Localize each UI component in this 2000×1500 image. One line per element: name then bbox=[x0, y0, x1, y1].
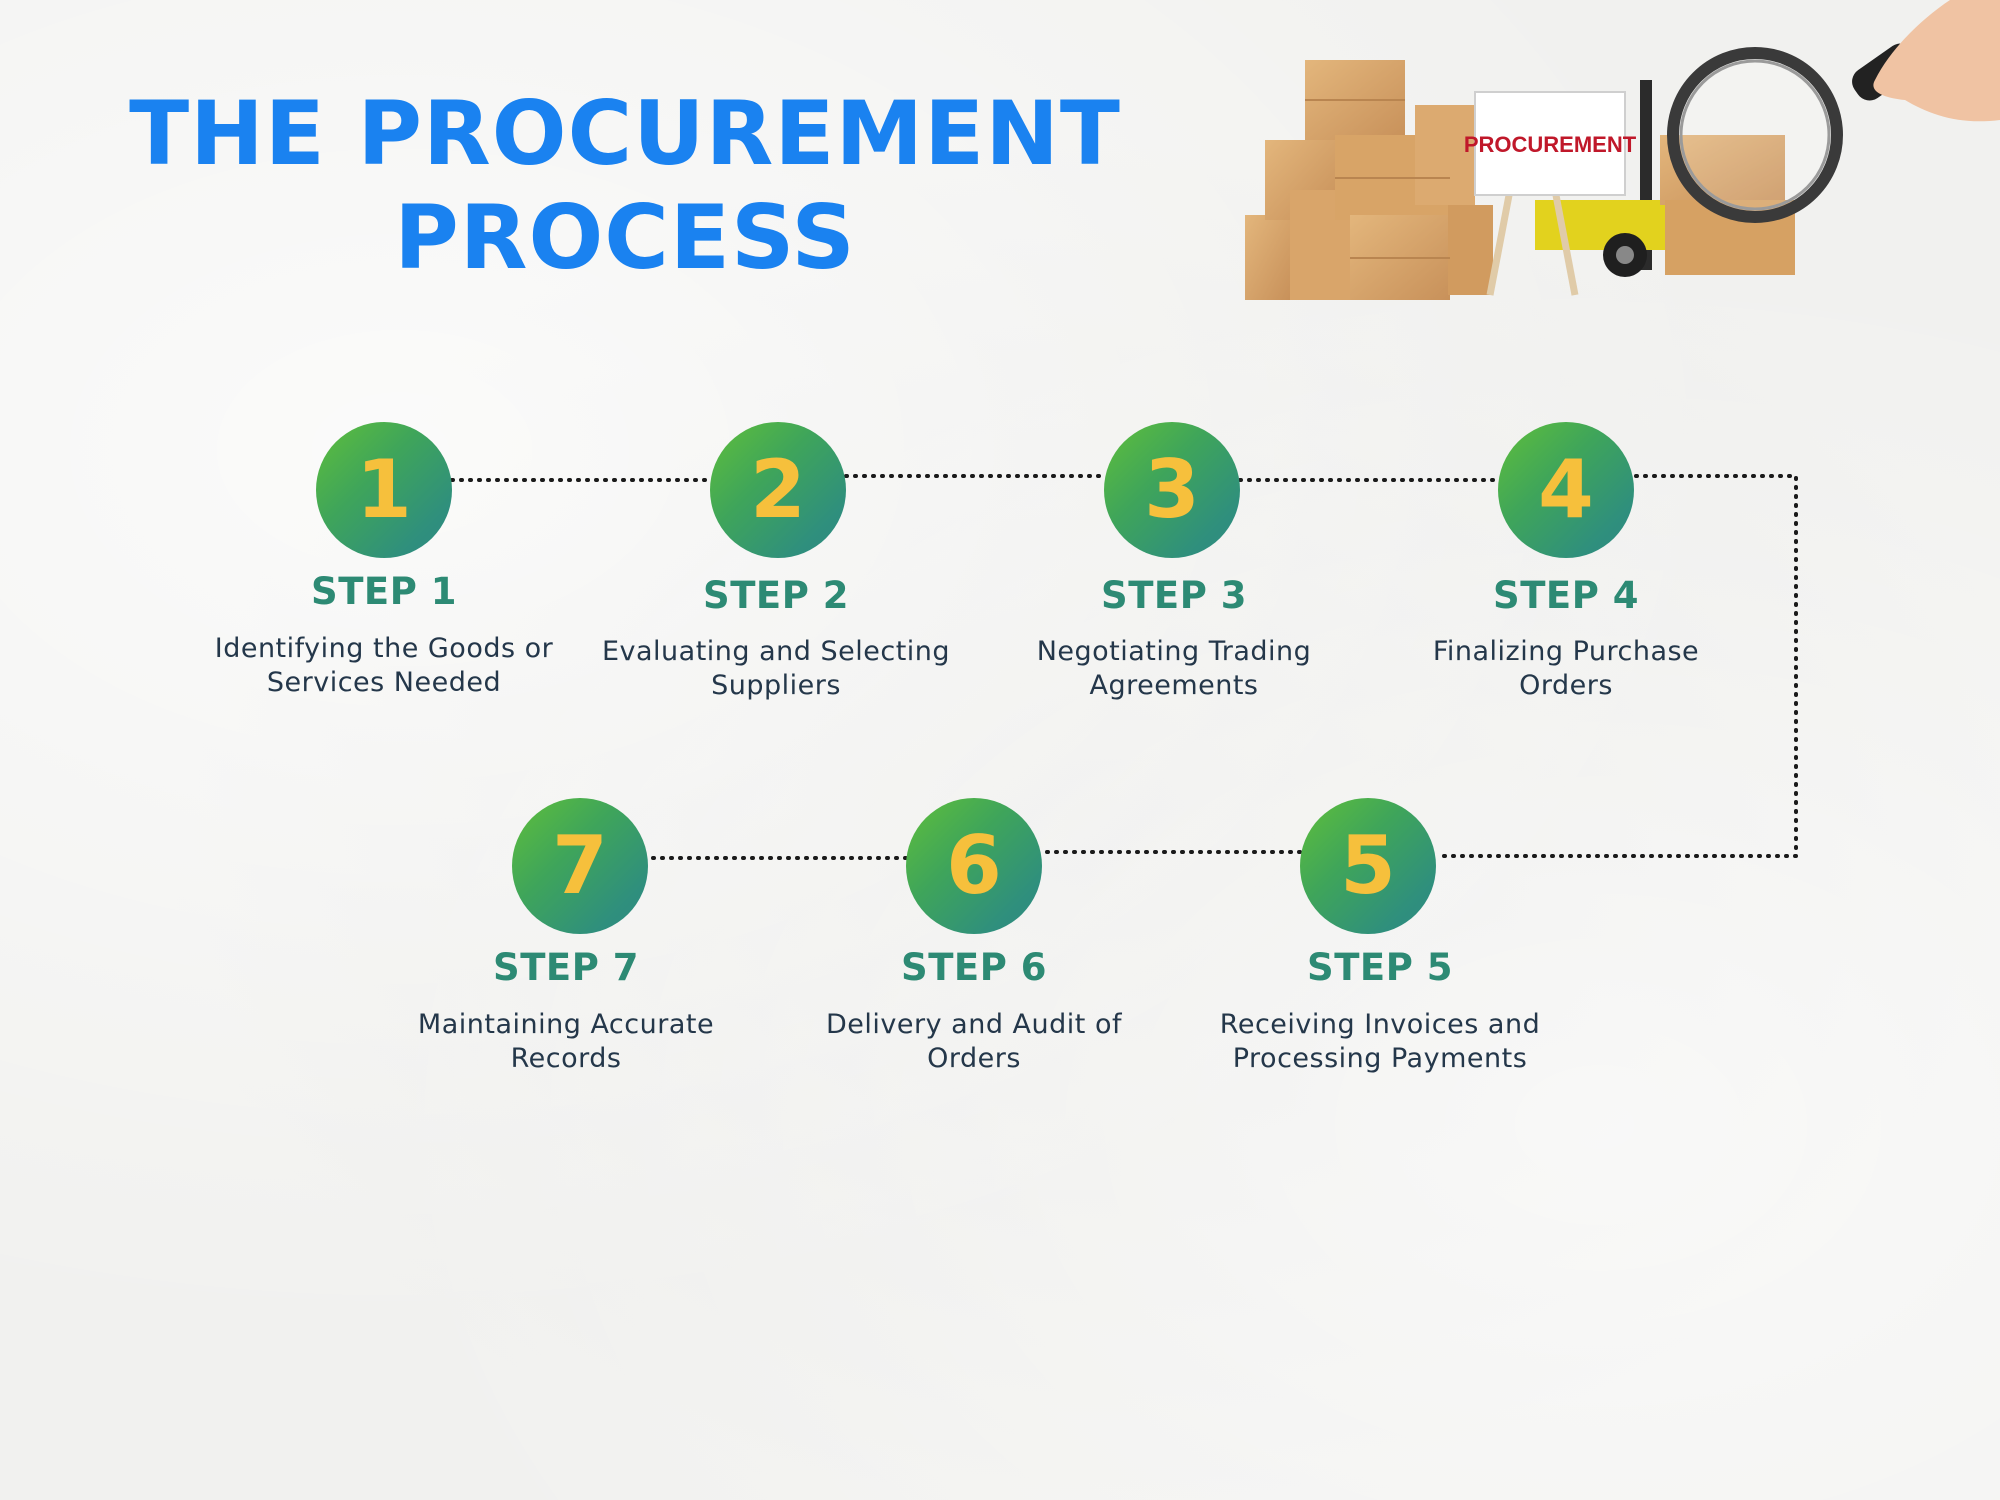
step-4-title: STEP 4 bbox=[1493, 574, 1639, 617]
step-1-description: Identifying the Goods or Services Needed bbox=[194, 632, 574, 700]
step-7-title: STEP 7 bbox=[493, 946, 639, 989]
step-6-description: Delivery and Audit of Orders bbox=[784, 1008, 1164, 1076]
step-5-desc-line-2: Processing Payments bbox=[1232, 1043, 1528, 1074]
step-4-description: Finalizing Purchase Orders bbox=[1376, 635, 1756, 703]
step-2-title: STEP 2 bbox=[703, 574, 849, 617]
step-4-number: 4 bbox=[1538, 443, 1594, 536]
step-7-desc-line-2: Records bbox=[510, 1043, 622, 1074]
step-7-desc-line-1: Maintaining Accurate bbox=[417, 1009, 715, 1040]
step-1-title: STEP 1 bbox=[311, 570, 457, 613]
connector-4-5 bbox=[1434, 474, 1798, 858]
step-5-desc-line-1: Receiving Invoices and bbox=[1219, 1009, 1541, 1040]
step-2-number-badge: 2 bbox=[710, 422, 846, 558]
step-6-number: 6 bbox=[946, 819, 1002, 912]
step-1-number-badge: 1 bbox=[316, 422, 452, 558]
step-3-number: 3 bbox=[1144, 443, 1200, 536]
step-5-description: Receiving Invoices and Processing Paymen… bbox=[1190, 1008, 1570, 1076]
step-4-number-badge: 4 bbox=[1498, 422, 1634, 558]
step-1-desc-line-2: Services Needed bbox=[266, 667, 502, 698]
procurement-photo: PROCUREMENT bbox=[1245, 0, 2000, 300]
step-4-desc-line-2: Orders bbox=[1519, 670, 1613, 701]
step-6-desc-line-1: Delivery and Audit of bbox=[826, 1009, 1122, 1040]
step-5-title: STEP 5 bbox=[1307, 946, 1453, 989]
step-7-number: 7 bbox=[552, 819, 608, 912]
step-6-desc-line-2: Orders bbox=[927, 1043, 1021, 1074]
title-line-1: THE PROCUREMENT bbox=[129, 82, 1121, 185]
step-3-number-badge: 3 bbox=[1104, 422, 1240, 558]
step-6-number-badge: 6 bbox=[906, 798, 1042, 934]
hand-icon bbox=[1873, 0, 2000, 122]
step-4-desc-line-1: Finalizing Purchase bbox=[1432, 636, 1700, 667]
step-3-title: STEP 3 bbox=[1101, 574, 1247, 617]
step-7-number-badge: 7 bbox=[512, 798, 648, 934]
step-2-description: Evaluating and Selecting Suppliers bbox=[586, 635, 966, 703]
step-1-desc-line-1: Identifying the Goods or bbox=[214, 633, 554, 664]
step-7-description: Maintaining Accurate Records bbox=[376, 1008, 756, 1076]
page-title: THE PROCUREMENT PROCESS bbox=[120, 82, 1130, 290]
step-3-desc-line-1: Negotiating Trading bbox=[1036, 636, 1312, 667]
step-6-title: STEP 6 bbox=[901, 946, 1047, 989]
step-2-number: 2 bbox=[750, 443, 806, 536]
easel-sign-icon: PROCUREMENT bbox=[1464, 91, 1637, 296]
step-5-number: 5 bbox=[1340, 819, 1396, 912]
step-2-desc-line-2: Suppliers bbox=[711, 670, 841, 701]
step-3-desc-line-2: Agreements bbox=[1089, 670, 1259, 701]
step-2-desc-line-1: Evaluating and Selecting bbox=[601, 636, 951, 667]
step-5-number-badge: 5 bbox=[1300, 798, 1436, 934]
step-1-number: 1 bbox=[356, 443, 412, 536]
step-3-description: Negotiating Trading Agreements bbox=[984, 635, 1364, 703]
cardboard-boxes-icon bbox=[1245, 60, 1493, 300]
sign-text: PROCUREMENT bbox=[1464, 132, 1637, 157]
title-line-2: PROCESS bbox=[394, 186, 856, 289]
